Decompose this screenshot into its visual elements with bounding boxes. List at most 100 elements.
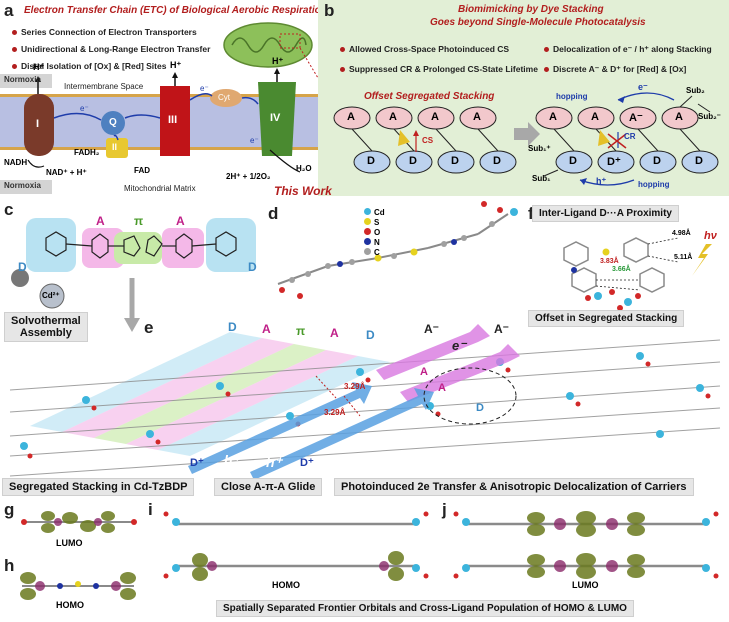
- cr-label: CR: [624, 132, 636, 141]
- panel-d: d Cd S O N C: [268, 200, 528, 308]
- panel-b-bullet-left-1: Allowed Cross-Space Photoinduced CS: [340, 44, 509, 54]
- complex-ii-label: II: [112, 142, 118, 152]
- panel-j: j LUMO: [440, 500, 729, 600]
- mitochondrion-zoom-box: [279, 33, 301, 49]
- legend-s: S: [364, 218, 385, 228]
- homo-orbital-i: [163, 511, 429, 581]
- stacking-diagram: [333, 92, 719, 186]
- left-a4: A: [473, 111, 481, 123]
- q-label: Q: [109, 117, 117, 128]
- right-a2: A: [591, 111, 599, 123]
- cytc-shape: [210, 89, 242, 107]
- panel-a-title: Electron Transfer Chain (ETC) of Biologi…: [24, 5, 327, 16]
- panel-b-bullet-right-2: Discrete A⁻ & D⁺ for [Red] & [Ox]: [544, 64, 686, 75]
- cytc-label: Cyt: [218, 93, 230, 102]
- panel-b-title-line1: Biomimicking by Dye Stacking: [458, 4, 604, 15]
- complex-iii-shape: [160, 86, 190, 156]
- e-eminus: e⁻: [452, 338, 467, 353]
- right-d3: D: [653, 155, 661, 167]
- c-pi: π: [134, 214, 144, 228]
- lumo-orbital-g: [21, 511, 137, 533]
- caption-segregated: Segregated Stacking in Cd-TzBDP: [2, 478, 195, 496]
- panel-g: g LUMO: [0, 500, 140, 552]
- panel-b-letter: b: [324, 1, 335, 20]
- normoxia-top: Normoxia: [4, 75, 41, 84]
- right-d1: D: [569, 155, 577, 167]
- caption-glide: Close A-π-A Glide: [214, 478, 323, 496]
- complex-iii-label: III: [168, 114, 178, 126]
- complex-iv-label: IV: [270, 112, 281, 124]
- left-d3: D: [451, 155, 459, 167]
- framework-stacking: [9, 324, 721, 480]
- left-a2: A: [389, 111, 397, 123]
- pi-bg: [114, 232, 162, 264]
- panel-b: b Biomimicking by Dye Stacking Goes beyo…: [274, 0, 729, 198]
- right-a-row: [535, 106, 699, 130]
- f-title: Inter-Ligand D···A Proximity: [532, 205, 679, 222]
- lumo-orbital-j: [453, 511, 719, 579]
- legend-cd: Cd: [364, 208, 385, 218]
- nad-label: NAD⁺ + H⁺: [46, 168, 87, 177]
- fad-label: FAD: [134, 166, 150, 175]
- f-dist-2: 5.11Å: [674, 254, 693, 261]
- etc-membrane-diagram: [0, 22, 318, 194]
- panel-a-bullet-3: Distal Isolation of [Ox] & [Red] Sites: [12, 61, 166, 71]
- legend-o: O: [364, 228, 385, 238]
- f-caption: Offset in Segregated Stacking: [528, 310, 685, 327]
- sub1-label: Sub₁: [532, 174, 551, 183]
- panel-e: e D A π: [0, 316, 729, 486]
- e-label-a-left: A: [262, 322, 271, 336]
- hv-label: hν: [704, 230, 717, 242]
- panel-h-letter: h: [4, 556, 15, 575]
- e-dradical-2: D⁺: [300, 457, 314, 469]
- panel-i: i HOMO: [146, 500, 436, 600]
- hole-arrow-1: [188, 382, 372, 474]
- hopping-top: hopping: [556, 92, 588, 101]
- cd-ion-shape: [39, 283, 65, 309]
- complex-i-label: I: [36, 118, 40, 130]
- band-a-left: [62, 338, 294, 438]
- c-a-right: A: [176, 214, 185, 228]
- e-label-pi: π: [296, 324, 306, 338]
- panel-i-letter: i: [148, 500, 153, 519]
- c-d-left: D: [18, 260, 27, 274]
- eminus-1: e⁻: [80, 104, 89, 113]
- left-a-row: [333, 106, 497, 130]
- band-a-right: [126, 350, 358, 450]
- f-dist-1: 4.98Å: [672, 230, 691, 237]
- panel-b-bullet-right-1: Delocalization of e⁻ / h⁺ along Stacking: [544, 44, 712, 55]
- legend-n: N: [364, 238, 385, 248]
- e-hplus-2: h⁺: [266, 454, 282, 470]
- right-a1: A: [549, 111, 557, 123]
- i-homo-label: HOMO: [272, 580, 300, 590]
- sub2-label: Sub₂: [686, 86, 705, 95]
- a-right-bg: [162, 228, 204, 268]
- ligand-structure: [11, 218, 256, 332]
- panel-a-letter: a: [4, 1, 14, 20]
- panel-b-title-line2: Goes beyond Single-Molecule Photocatalys…: [430, 17, 646, 28]
- electron-arrow-2: [400, 344, 520, 402]
- hv-lightning-icon: [692, 244, 712, 276]
- panel-h: h HOMO: [0, 556, 140, 618]
- band-pi: [94, 344, 326, 444]
- panel-j-letter: j: [442, 500, 447, 519]
- hopping-bottom: hopping: [638, 180, 670, 189]
- c-d-right: D: [248, 260, 257, 274]
- assembly-line1: Solvothermal: [11, 315, 81, 327]
- f-dist-3: 3.83Å: [600, 258, 619, 265]
- light-icon-right: [598, 130, 610, 146]
- panel-a-bullet-2: Unidirectional & Long-Range Electron Tra…: [12, 44, 210, 54]
- crystal-ligand-model: [277, 201, 518, 299]
- eminus-2: e⁻: [200, 84, 209, 93]
- f-dist-4: 3.66Å: [612, 266, 631, 273]
- q-shape: [101, 111, 125, 135]
- this-work-label: This Work: [274, 184, 332, 198]
- eminus-hop: e⁻: [638, 82, 648, 92]
- complex-iv-shape: [258, 82, 296, 156]
- right-a4: A: [675, 111, 683, 123]
- fadh2-label: FADH₂: [74, 148, 100, 157]
- d-left-bg: [26, 218, 76, 272]
- panel-c: c A π A D D Cd²⁺ Solvothermal Assembly: [0, 200, 268, 342]
- e-aradical-2: A⁻: [494, 322, 509, 336]
- hole-arrow-2: [250, 388, 434, 480]
